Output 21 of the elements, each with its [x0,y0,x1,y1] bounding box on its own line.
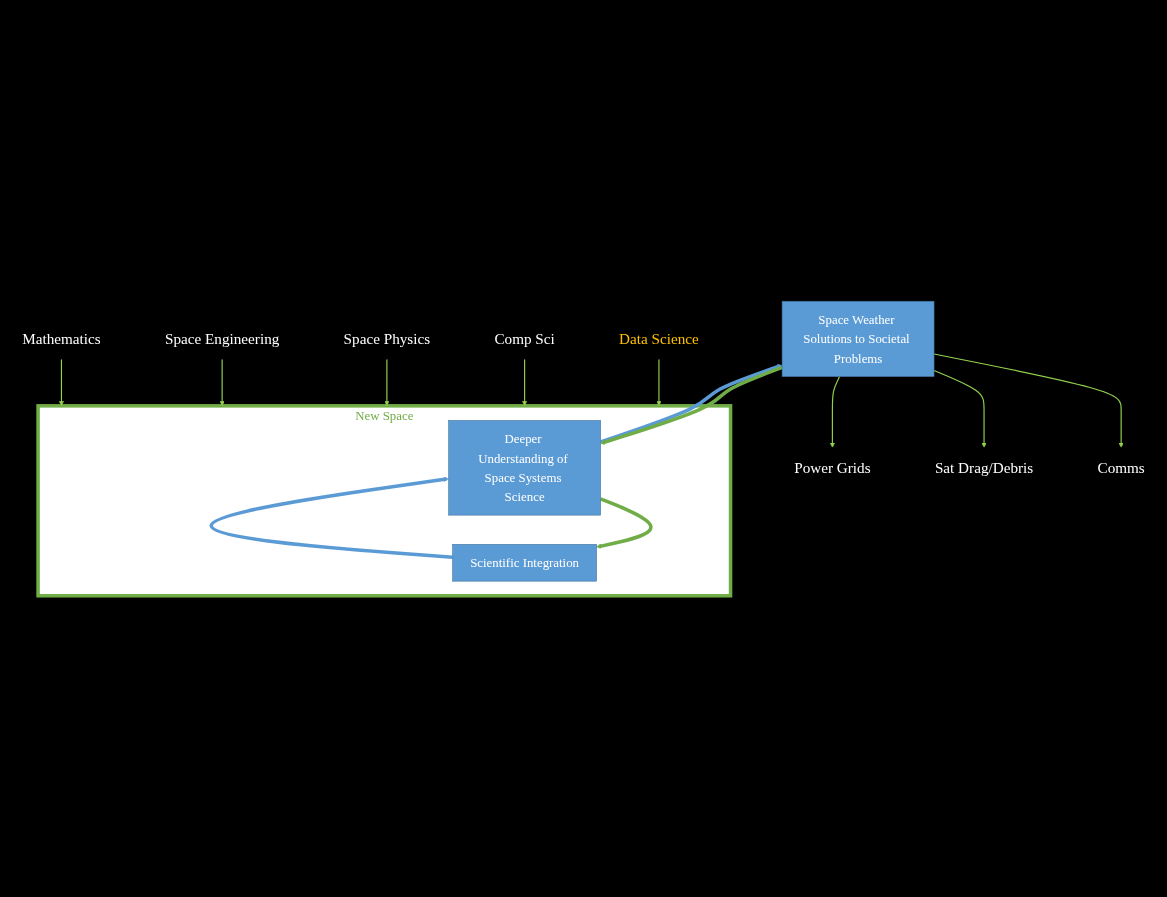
arrow [656,358,662,407]
node-text: Space Engineering [164,330,280,348]
arrow [596,497,653,549]
arrow [209,476,453,559]
arrow [933,353,1124,448]
node-box: Deeper Understanding of Space Systems Science [448,420,601,516]
node-box: Scientific Integration [452,544,597,582]
arrow [384,358,390,407]
node-text: Power Grids [794,459,871,477]
node-text: Comms [1097,459,1145,477]
arrow [58,358,64,407]
arrow [522,358,528,407]
arrow [829,376,841,448]
node-text: Sat Drag/Debris [934,459,1034,477]
node-text: Mathematics [22,330,101,348]
node-box: Space Weather Solutions to Societal Problems [781,300,935,377]
node-text: Data Science [619,330,699,348]
node-text: Comp Sci [494,330,555,348]
node-text: Space Physics [343,330,431,348]
arrow [219,358,225,407]
arrow [933,369,987,448]
